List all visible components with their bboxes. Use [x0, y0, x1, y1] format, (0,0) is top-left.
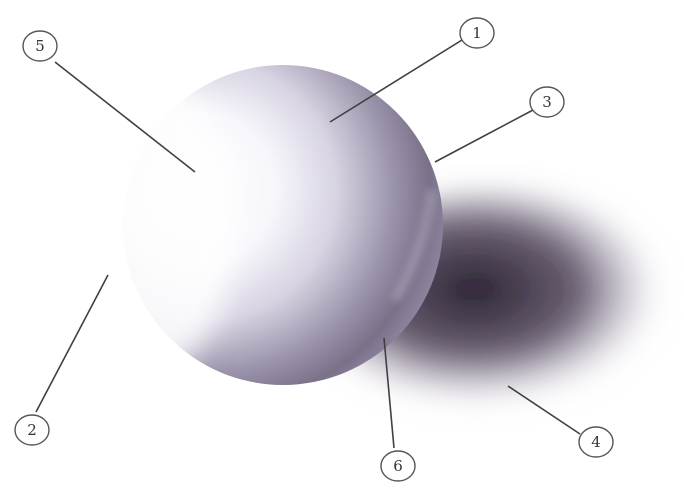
- callout-marker-4: 4: [579, 427, 613, 457]
- callout-line-2: [36, 275, 108, 412]
- callout-marker-3: 3: [530, 87, 564, 117]
- callout-number-6: 6: [393, 457, 403, 475]
- callout-marker-5: 5: [23, 31, 57, 61]
- callout-number-2: 2: [27, 421, 37, 439]
- callout-marker-2: 2: [15, 415, 49, 445]
- callout-marker-6: 6: [381, 451, 415, 481]
- callout-line-3: [435, 110, 533, 162]
- callout-number-3: 3: [542, 93, 552, 111]
- sphere-lit-edge: [65, 75, 235, 375]
- callout-marker-1: 1: [460, 18, 494, 48]
- callout-number-4: 4: [591, 433, 601, 451]
- callout-number-5: 5: [35, 37, 45, 55]
- callout-number-1: 1: [472, 24, 482, 42]
